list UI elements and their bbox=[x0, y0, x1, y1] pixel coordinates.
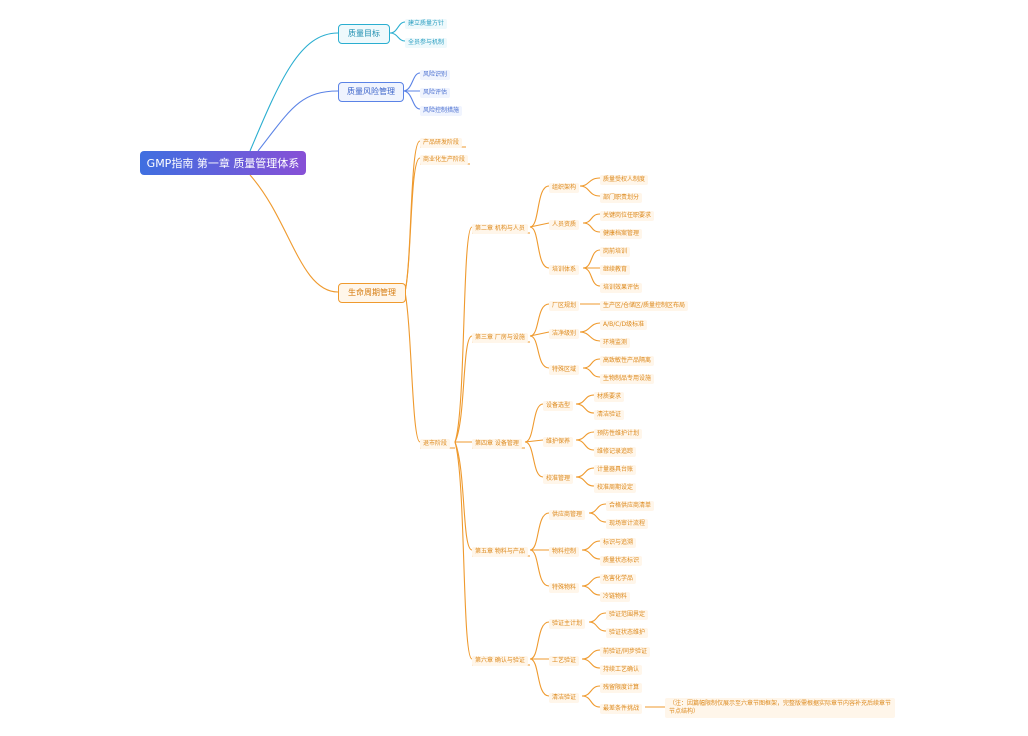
ch2-group-training[interactable]: 培训体系 bbox=[549, 265, 580, 275]
ch3-group-clean[interactable]: 洁净级别 bbox=[549, 329, 580, 339]
ch3-group-special[interactable]: 特殊区域 bbox=[549, 365, 580, 375]
ch4-item[interactable]: 维修记录追踪 bbox=[594, 447, 637, 457]
ch6-item[interactable]: 验证范围界定 bbox=[606, 610, 649, 620]
ch2-group-org[interactable]: 组织架构 bbox=[549, 183, 580, 193]
ch6-item[interactable]: 最差条件挑战 bbox=[600, 704, 643, 714]
branch-quality-goal[interactable]: 质量目标 bbox=[338, 24, 390, 44]
ch2-item[interactable]: 关键岗位任职要求 bbox=[600, 211, 655, 221]
stage-development[interactable]: 产品研发阶段 bbox=[420, 138, 463, 148]
leaf-risk-control[interactable]: 风险控制措施 bbox=[420, 106, 463, 116]
ch2-group-qualification[interactable]: 人员资质 bbox=[549, 220, 580, 230]
ch5-group-material[interactable]: 物料控制 bbox=[549, 547, 580, 557]
chapter-2[interactable]: 第二章 机构与人员 bbox=[472, 224, 528, 234]
stage-post-market[interactable]: 退市阶段 bbox=[420, 439, 451, 449]
ch5-group-special[interactable]: 特殊物料 bbox=[549, 583, 580, 593]
ch6-item[interactable]: 持续工艺确认 bbox=[600, 665, 643, 675]
ch4-item[interactable]: 清洁验证 bbox=[594, 410, 625, 420]
branch-lifecycle[interactable]: 生命周期管理 bbox=[338, 283, 406, 303]
leaf-quality-policy[interactable]: 建立质量方针 bbox=[405, 19, 448, 29]
ch2-item[interactable]: 岗前培训 bbox=[600, 247, 631, 257]
ch3-item[interactable]: 环境监测 bbox=[600, 338, 631, 348]
branch-risk-management[interactable]: 质量风险管理 bbox=[338, 82, 404, 102]
leaf-risk-identify[interactable]: 风险识别 bbox=[420, 70, 451, 80]
ch2-item[interactable]: 健康档案管理 bbox=[600, 229, 643, 239]
edge-root-risk bbox=[257, 90, 339, 152]
ch3-item[interactable]: 高致敏性产品隔离 bbox=[600, 356, 655, 366]
ch3-group-plant[interactable]: 厂区规划 bbox=[549, 301, 580, 311]
leaf-all-staff[interactable]: 全员参与机制 bbox=[405, 38, 448, 48]
ch4-item[interactable]: 校准周期设定 bbox=[594, 483, 637, 493]
edge-root-lifecycle bbox=[249, 174, 339, 293]
ch2-item[interactable]: 继续教育 bbox=[600, 265, 631, 275]
root-node[interactable]: GMP指南 第一章 质量管理体系 bbox=[140, 151, 306, 175]
ch5-item[interactable]: 标识与追溯 bbox=[600, 538, 637, 548]
chapter-4[interactable]: 第四章 设备管理 bbox=[472, 439, 522, 449]
ch6-item[interactable]: 残留限度计算 bbox=[600, 683, 643, 693]
ch4-group-maintenance[interactable]: 维护保养 bbox=[543, 437, 574, 447]
ch4-group-selection[interactable]: 设备选型 bbox=[543, 401, 574, 411]
ch3-item[interactable]: 生产区/仓储区/质量控制区布局 bbox=[600, 301, 689, 311]
ch6-item[interactable]: 前验证/同步验证 bbox=[600, 647, 651, 657]
ch2-item[interactable]: 质量受权人制度 bbox=[600, 175, 649, 185]
ch6-group-cleaning[interactable]: 清洁验证 bbox=[549, 693, 580, 703]
ch2-item[interactable]: 培训效果评估 bbox=[600, 283, 643, 293]
ch5-item[interactable]: 质量状态标识 bbox=[600, 556, 643, 566]
ch4-item[interactable]: 预防性维护计划 bbox=[594, 429, 643, 439]
ch5-item[interactable]: 危害化学品 bbox=[600, 574, 637, 584]
ch4-item[interactable]: 材质要求 bbox=[594, 392, 625, 402]
ch6-group-vmp[interactable]: 验证主计划 bbox=[549, 619, 586, 629]
chapter-6[interactable]: 第六章 确认与验证 bbox=[472, 656, 528, 666]
ch3-item[interactable]: A/B/C/D级标准 bbox=[600, 320, 648, 330]
stage-commercial[interactable]: 商业化生产阶段 bbox=[420, 155, 469, 165]
leaf-risk-assess[interactable]: 风险评估 bbox=[420, 88, 451, 98]
ch4-group-calibration[interactable]: 校准管理 bbox=[543, 474, 574, 484]
edge-root-quality-goal bbox=[249, 32, 339, 152]
ch5-item[interactable]: 现场审计流程 bbox=[606, 519, 649, 529]
ch6-item[interactable]: 验证状态维护 bbox=[606, 628, 649, 638]
ch5-group-supplier[interactable]: 供应商管理 bbox=[549, 510, 586, 520]
chapter-3[interactable]: 第三章 厂房与设施 bbox=[472, 333, 528, 343]
ch2-item[interactable]: 部门职责划分 bbox=[600, 193, 643, 203]
ch5-item[interactable]: 冷链物料 bbox=[600, 592, 631, 602]
ch3-item[interactable]: 生物制品专用设施 bbox=[600, 374, 655, 384]
ch4-item[interactable]: 计量器具台账 bbox=[594, 465, 637, 475]
ch6-group-process[interactable]: 工艺验证 bbox=[549, 656, 580, 666]
ch5-item[interactable]: 合格供应商清单 bbox=[606, 501, 655, 511]
footnote: （注：因篇幅限制仅展示至六章节图框架，完整版需根据实际章节内容补充后续章节节点结… bbox=[665, 698, 895, 719]
chapter-5[interactable]: 第五章 物料与产品 bbox=[472, 547, 528, 557]
